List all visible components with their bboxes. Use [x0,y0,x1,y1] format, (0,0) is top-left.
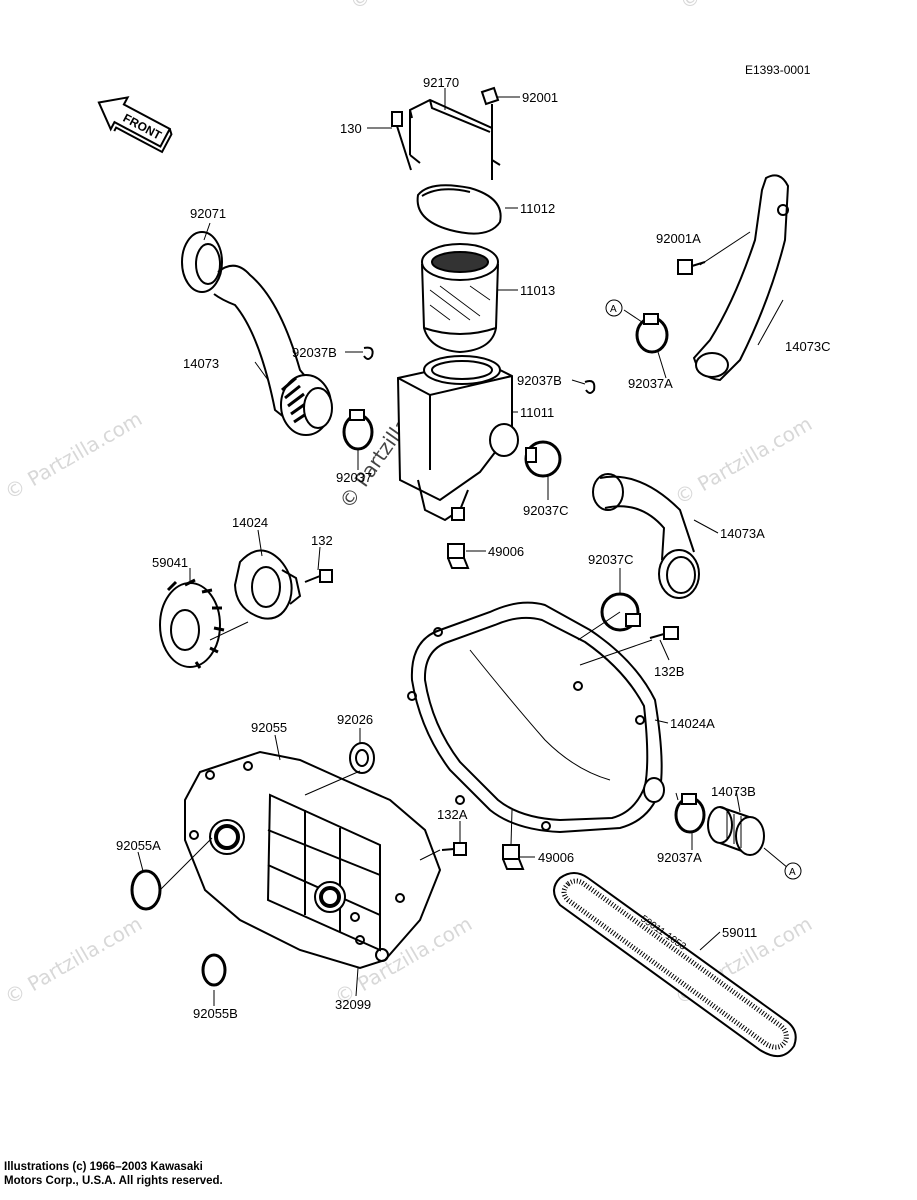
watermark: © Partzilla.com [346,0,492,14]
clamp-92037A-bottom [674,793,706,834]
part-label-92037B-left[interactable]: 92037B [292,345,337,360]
ref-marker-top: A [605,299,623,317]
part-label-11011[interactable]: 11011 [520,405,554,420]
part-label-59041[interactable]: 59041 [152,555,188,570]
duct-14073A [592,473,700,599]
part-label-92170[interactable]: 92170 [423,75,459,90]
part-label-92037[interactable]: 92037 [336,470,372,485]
clamp-92037C-top [524,440,562,478]
seal-92071 [181,231,223,293]
seal-92026 [349,742,375,774]
clamp-92037A-top [635,313,669,354]
part-label-92001A[interactable]: 92001A [656,231,701,246]
part-label-92001[interactable]: 92001 [522,90,558,105]
part-label-92037A-bottom[interactable]: 92037A [657,850,702,865]
air-box-11011 [396,355,519,522]
bolt-132A [441,842,467,856]
part-label-132[interactable]: 132 [311,533,333,548]
plate-14024 [233,549,302,620]
clamp-92037 [342,409,374,451]
watermark: © Partzilla.com [1,911,147,1009]
part-label-32099[interactable]: 32099 [335,997,371,1012]
watermark: © Partzilla.com [1,406,147,504]
part-label-92055A[interactable]: 92055A [116,838,161,853]
front-arrow-icon: FRONT [97,96,173,154]
part-label-14073[interactable]: 14073 [183,356,219,371]
part-label-14073A[interactable]: 14073A [720,526,765,541]
boot-14073B [707,806,765,856]
part-label-92026[interactable]: 92026 [337,712,373,727]
part-label-92037C-top[interactable]: 92037C [523,503,569,518]
svg-text:A: A [610,304,617,315]
part-label-14073C[interactable]: 14073C [785,339,831,354]
bolt-92001 [480,86,500,180]
bolt-132B [649,626,679,640]
watermark: © Partzilla.com [676,0,822,14]
bracket-92170 [409,98,501,166]
outer-cover-14024A [407,601,665,834]
drain-49006-top [447,543,470,569]
part-label-92037C-mid[interactable]: 92037C [588,552,634,567]
part-label-14024A[interactable]: 14024A [670,716,715,731]
duct-14073 [213,264,333,436]
part-label-49006-top[interactable]: 49006 [488,544,524,559]
part-label-14024[interactable]: 14024 [232,515,268,530]
clip-92037B-right [584,380,596,394]
inner-cover-92055 [184,750,442,970]
o-ring-92055A [130,869,162,911]
part-label-130[interactable]: 130 [340,121,362,136]
part-label-132B[interactable]: 132B [654,664,684,679]
part-label-49006-bottom[interactable]: 49006 [538,850,574,865]
part-label-92037B-right[interactable]: 92037B [517,373,562,388]
duct-14073C [692,174,790,382]
gasket-11012 [416,184,502,235]
ref-marker-bottom: A [784,862,802,880]
part-label-59011[interactable]: 59011 [722,925,757,940]
clip-92037B-left [363,346,374,360]
svg-text:A: A [789,867,796,878]
copyright-line-2: Motors Corp., U.S.A. All rights reserved… [4,1175,223,1187]
watermark: © Partzilla.com [671,411,817,509]
bolt-92001A [677,259,706,275]
part-label-14073B[interactable]: 14073B [711,784,756,799]
part-label-132A[interactable]: 132A [437,807,468,822]
leader-lines [137,88,789,1006]
bolt-132 [304,569,333,583]
part-label-11012[interactable]: 11012 [520,201,555,216]
part-label-11013[interactable]: 11013 [520,283,555,298]
part-label-92055B[interactable]: 92055B [193,1006,238,1021]
part-label-92071[interactable]: 92071 [190,206,226,221]
clamp-92037C-mid [600,592,641,632]
copyright-line-1: Illustrations (c) 1966–2003 Kawasaki [4,1161,203,1173]
fan-59041 [159,578,249,669]
part-label-92037A-top[interactable]: 92037A [628,376,673,391]
o-ring-92055B [201,953,227,987]
diagram-code: E1393-0001 [745,63,811,77]
filter-element-11013 [421,243,499,354]
bolt-130 [391,111,412,171]
part-labels: 92170 92001 130 11012 92071 11013 92001A… [116,75,831,1021]
copyright-notice: Illustrations (c) 1966–2003 Kawasaki Mot… [4,1160,223,1188]
part-label-92055[interactable]: 92055 [251,720,287,735]
